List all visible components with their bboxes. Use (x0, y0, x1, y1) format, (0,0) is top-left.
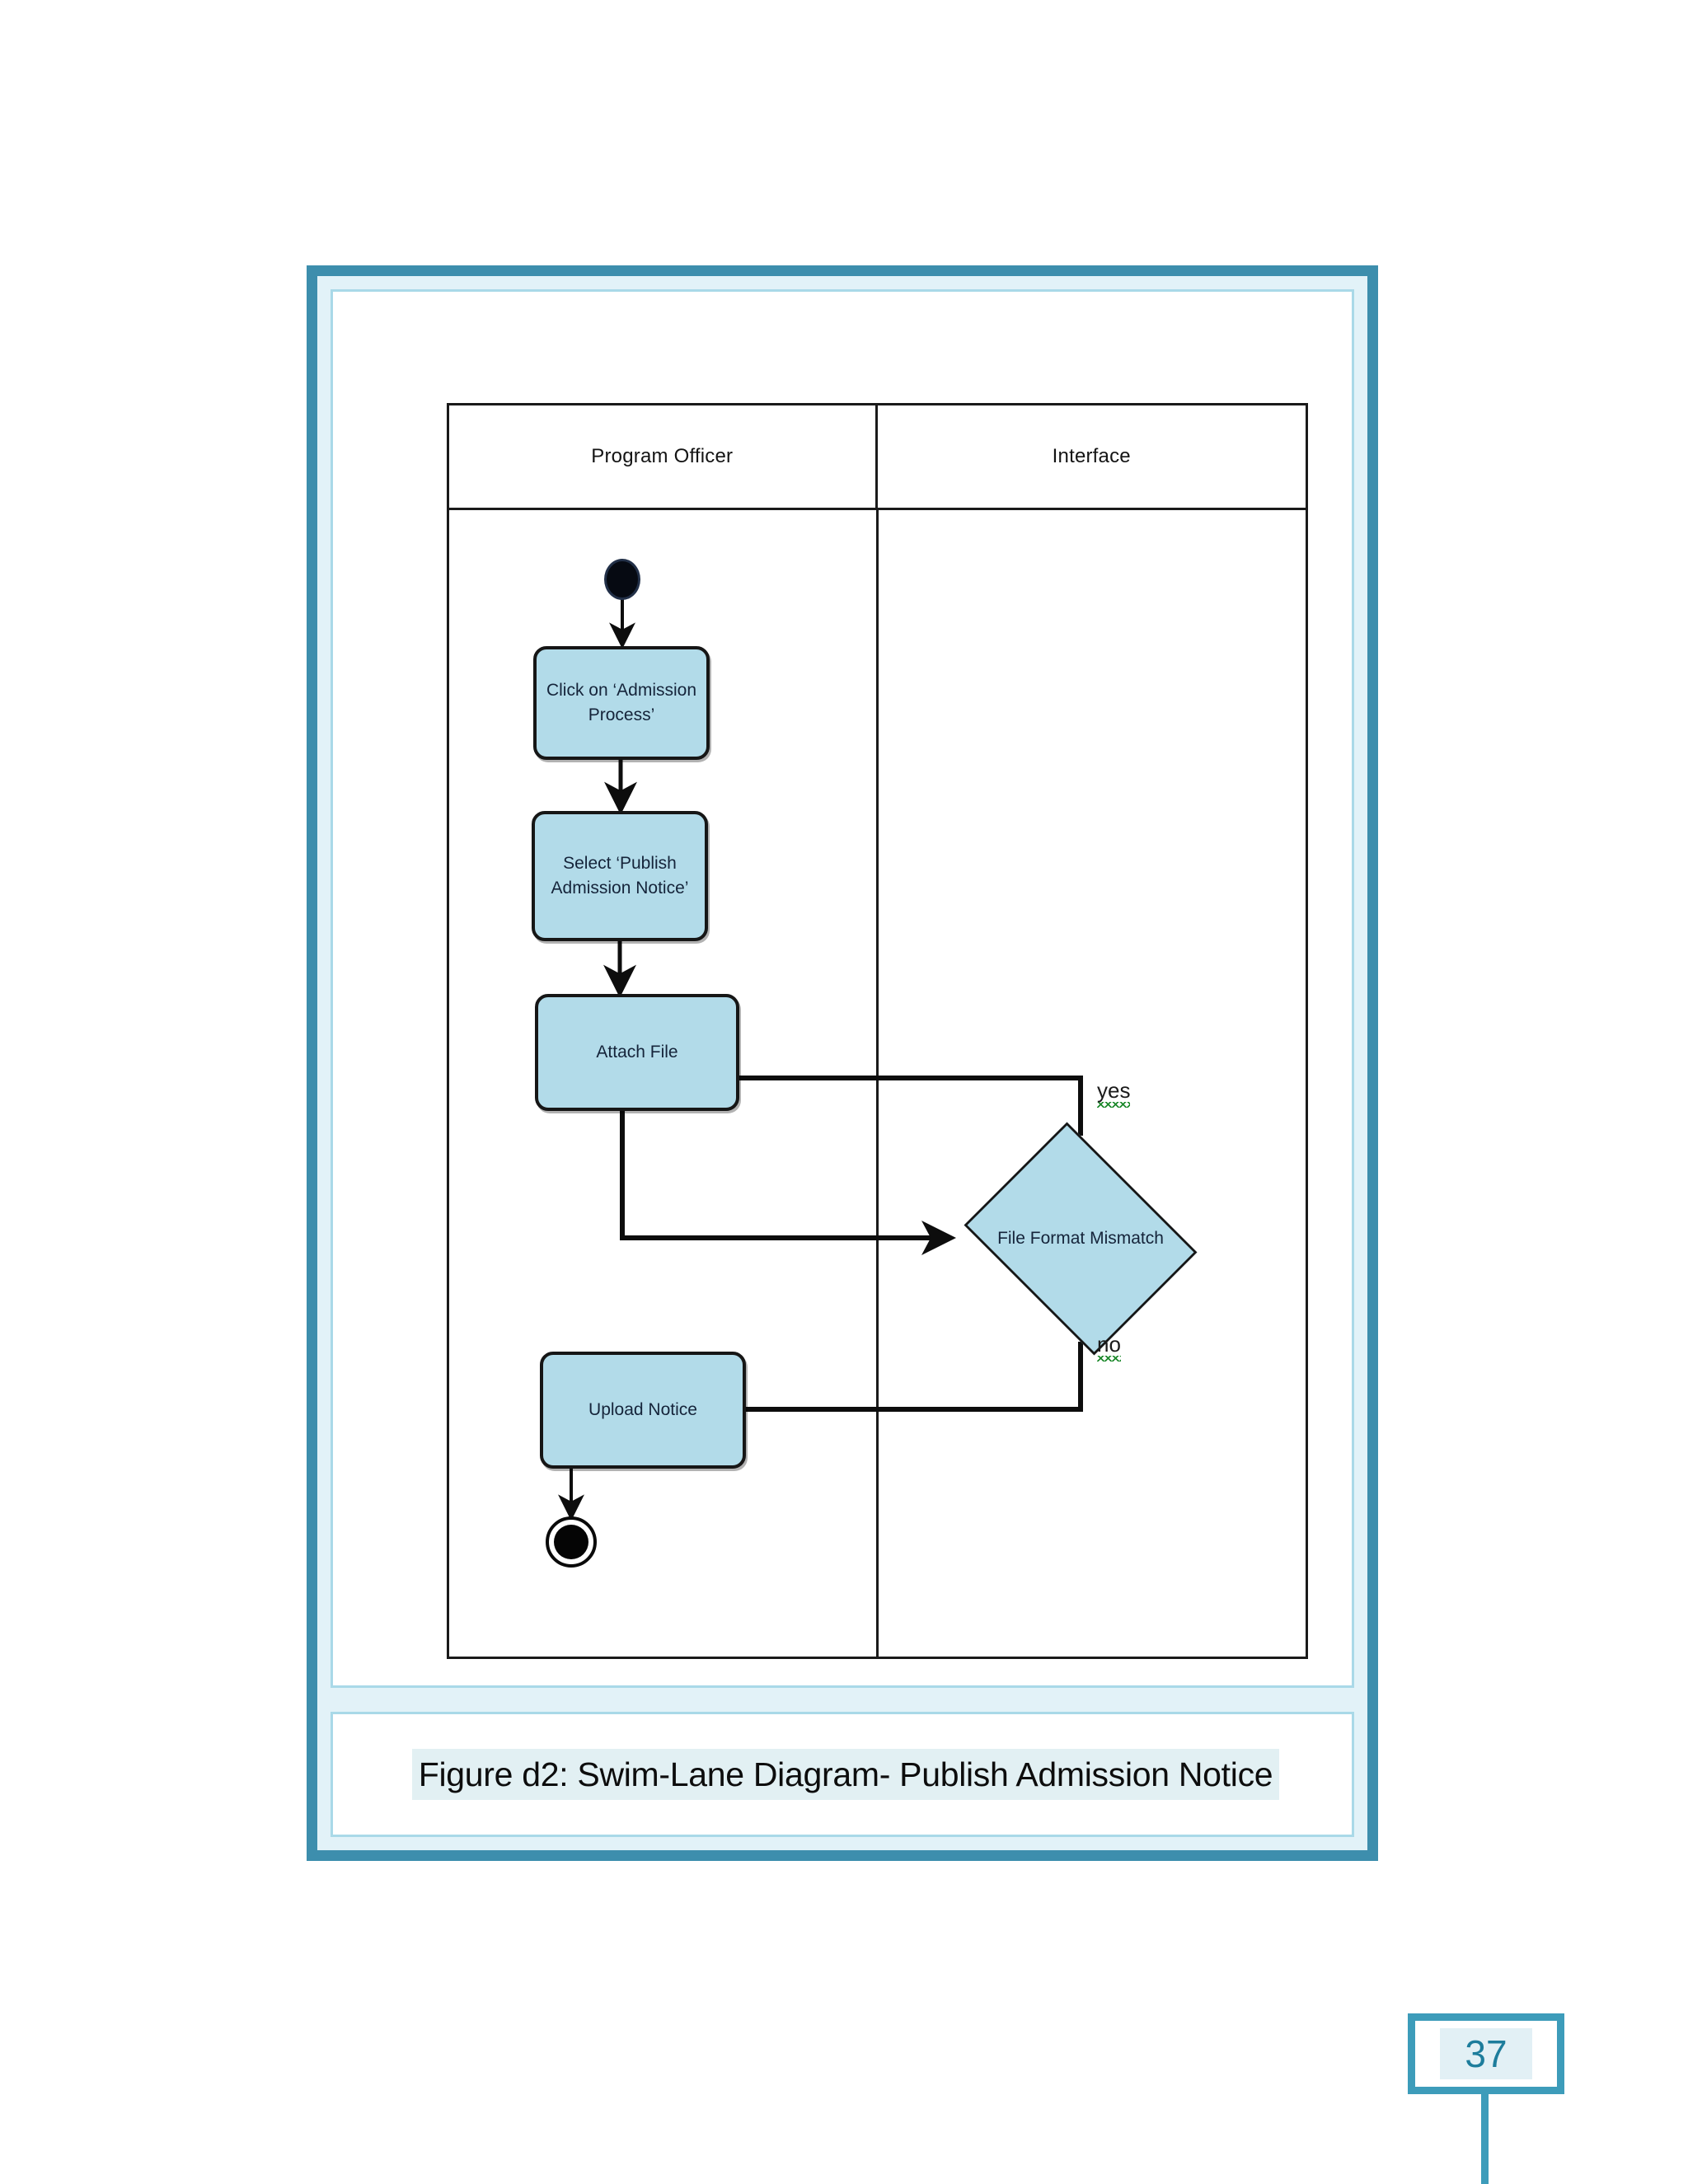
activity-label-select: Select ‘Publish Admission Notice’ (551, 853, 689, 898)
diagram-panel: Program Officer Interface (331, 289, 1354, 1688)
spellcheck-squiggle-yes-icon (1097, 1102, 1131, 1108)
lane-label-program-officer: Program Officer (591, 445, 734, 467)
caption-panel: Figure d2: Swim-Lane Diagram- Publish Ad… (331, 1712, 1354, 1837)
branch-label-no: no (1097, 1333, 1121, 1364)
lane-divider (876, 510, 879, 1657)
lane-header-interface: Interface (878, 405, 1306, 508)
document-frame: Program Officer Interface (307, 265, 1378, 1861)
branch-label-yes: yes (1097, 1078, 1131, 1110)
decision-label-wrap: File Format Mismatch (950, 1136, 1211, 1342)
decision-label-file-format-mismatch: File Format Mismatch (997, 1229, 1164, 1249)
page-number-badge: 37 (1408, 2013, 1564, 2094)
activity-label-upload: Upload Notice (588, 1399, 697, 1419)
swimlane-table: Program Officer Interface (447, 403, 1308, 1659)
decision-file-format-mismatch[interactable]: File Format Mismatch (950, 1122, 1211, 1356)
lane-header-program-officer: Program Officer (449, 405, 878, 508)
initial-node (604, 559, 640, 600)
branch-label-yes-text: yes (1097, 1078, 1131, 1103)
branch-label-no-text: no (1097, 1332, 1121, 1357)
lane-label-interface: Interface (1052, 445, 1131, 467)
figure-caption-text: Figure d2: Swim-Lane Diagram- Publish Ad… (411, 1749, 1280, 1801)
spellcheck-squiggle-no-icon (1097, 1356, 1121, 1361)
page-number-stem (1481, 2094, 1489, 2184)
activity-click-admission-process[interactable]: Click on ‘Admission Process’ (533, 646, 710, 760)
activity-select-publish-admission-notice[interactable]: Select ‘Publish Admission Notice’ (532, 811, 708, 941)
activity-label-click: Click on ‘Admission Process’ (546, 680, 697, 724)
swimlane-header-row: Program Officer Interface (449, 405, 1306, 510)
page-number-text: 37 (1440, 2027, 1532, 2080)
activity-label-attach: Attach File (596, 1042, 678, 1062)
final-node (546, 1516, 597, 1568)
final-node-core (554, 1525, 588, 1559)
activity-attach-file[interactable]: Attach File (535, 994, 739, 1111)
figure-caption: Figure d2: Swim-Lane Diagram- Publish Ad… (353, 1749, 1339, 1801)
activity-upload-notice[interactable]: Upload Notice (540, 1352, 746, 1469)
edge-attach-to-decision (620, 1110, 956, 1255)
